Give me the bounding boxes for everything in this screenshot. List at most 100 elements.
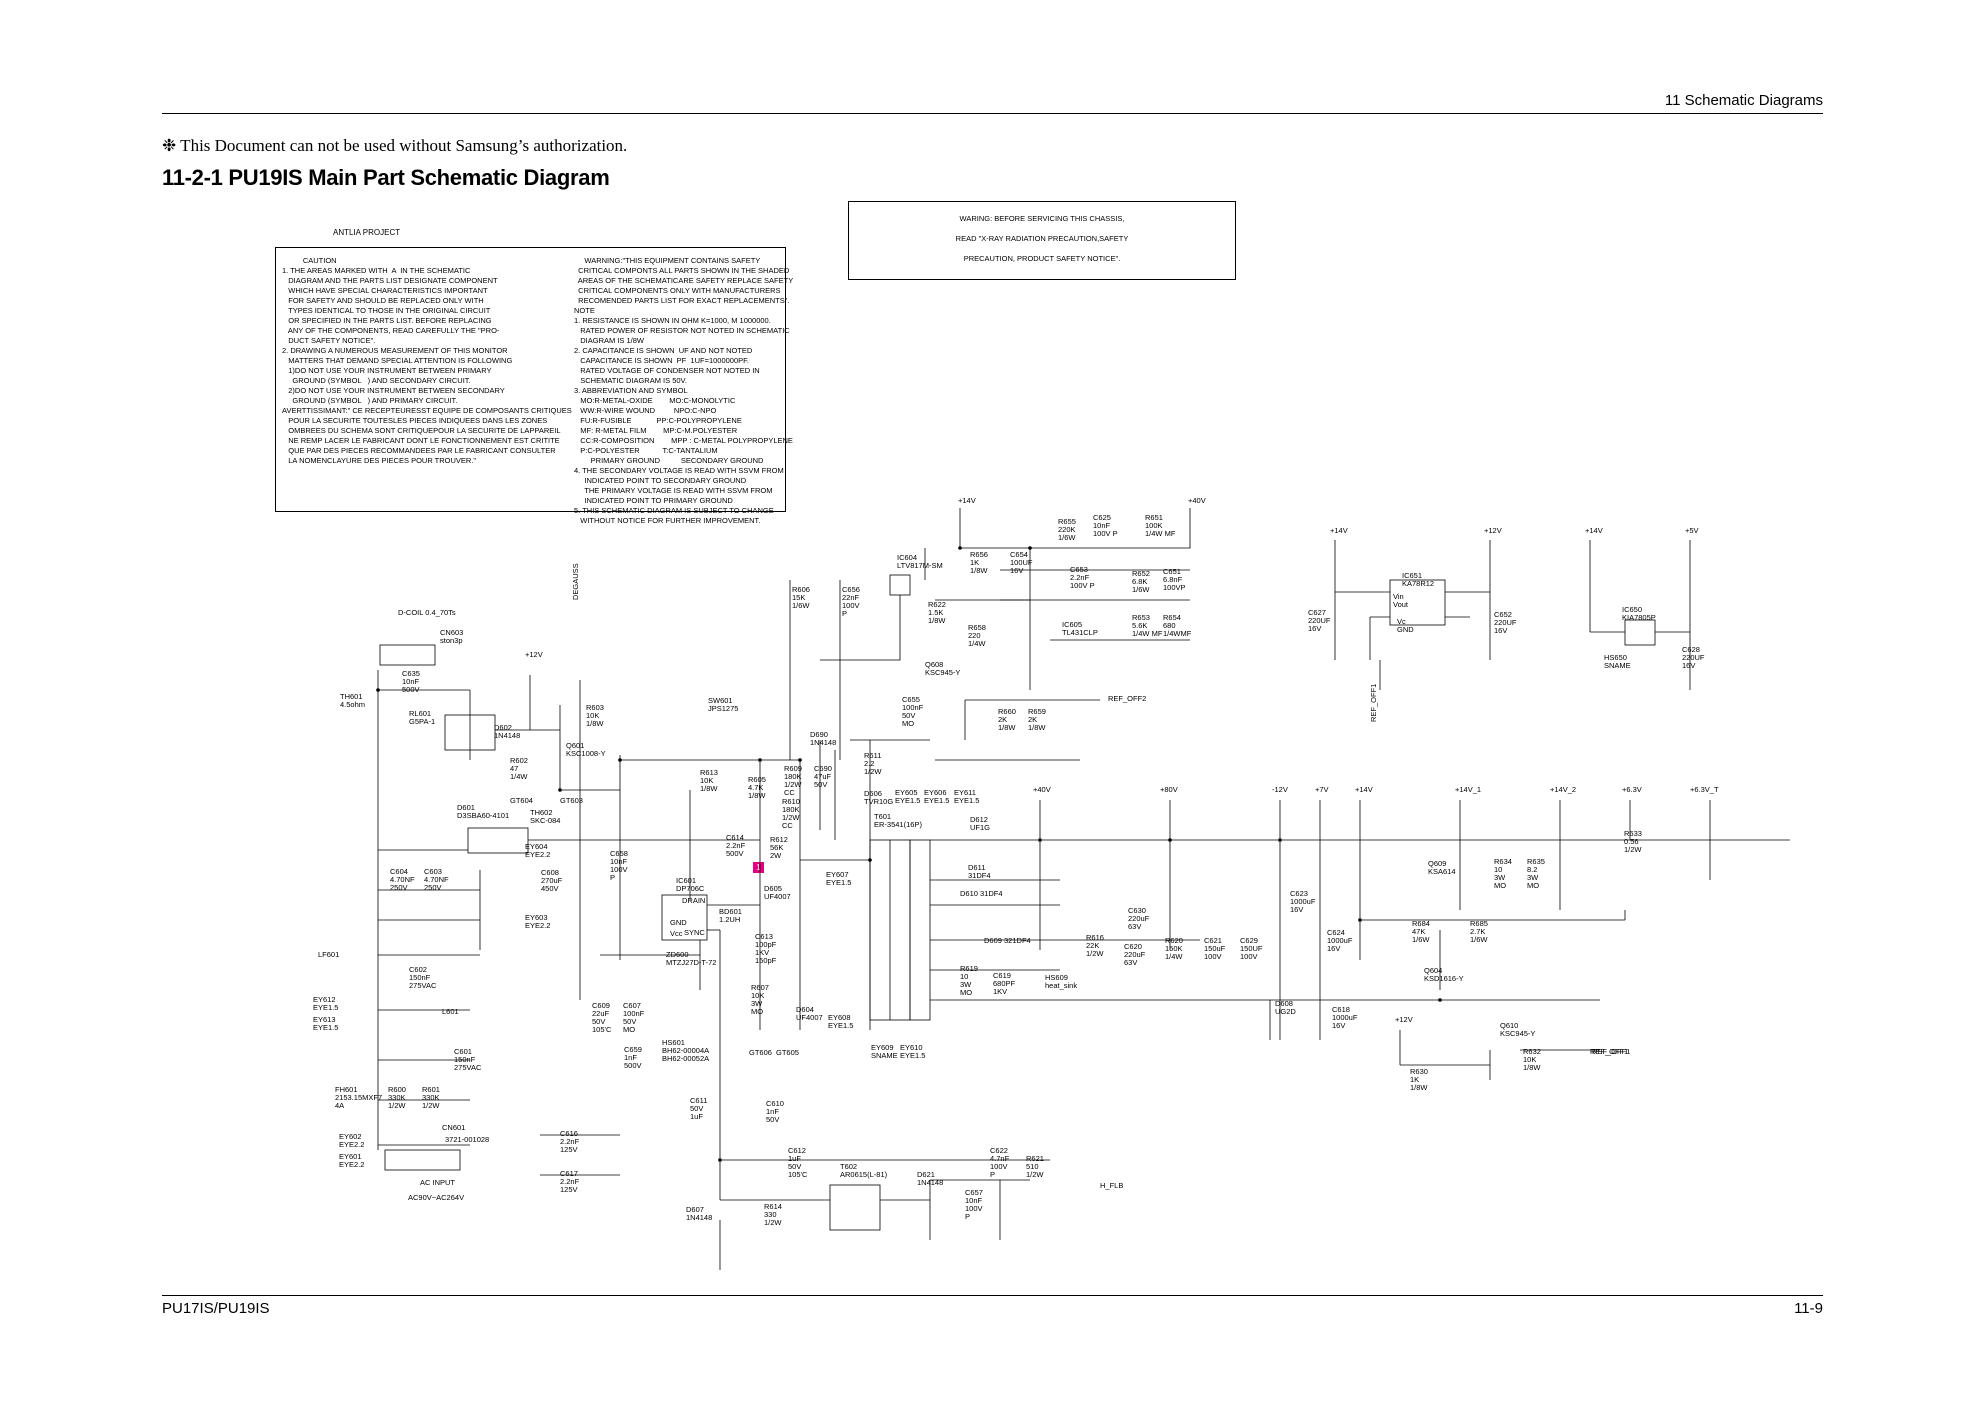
caution-line: RATED VOLTAGE OF CONDENSER NOT NOTED IN [574,366,760,375]
component-label: 2K [998,715,1007,724]
caution-line: 4. THE SECONDARY VOLTAGE IS READ WITH SS… [574,466,784,475]
component-label: 1/2W [864,767,882,776]
caution-line: RECOMENDED PARTS LIST FOR EXACT REPLACEM… [574,296,790,305]
component-label: 105'C [788,1170,808,1179]
component-label: KSC945-Y [925,668,960,677]
caution-line: TYPES IDENTICAL TO THOSE IN THE ORIGINAL… [282,306,491,315]
component-label: ston3p [440,636,463,645]
component-label: 1.2UH [719,915,740,924]
component-label: 1000uF [1332,1013,1358,1022]
footer-page-number: 11-9 [1794,1300,1823,1317]
component-label: UF4007 [796,1013,823,1022]
component-label: KA78R12 [1402,579,1434,588]
caution-line: THE PRIMARY VOLTAGE IS READ WITH SSVM FR… [574,486,773,495]
component-label: 5.6K [1132,621,1147,630]
component-label: 31DF4 [968,871,991,880]
component-label: 50V [592,1017,605,1026]
component-label: 1/4W [1165,952,1183,961]
component-label: 2K [1028,715,1037,724]
component-label: 2.2nF [1070,573,1090,582]
component-label: 6.8K [1132,577,1147,586]
component-label: R655 [1058,517,1076,526]
component-label: 100UF [1010,558,1033,567]
caution-line: MATTERS THAT DEMAND SPECIAL ATTENTION IS… [282,356,513,365]
callout-marker: 1 [753,862,764,873]
voltage-rail-label: -12V [1272,785,1288,794]
component-label: 2153.15MXF7 [335,1093,382,1102]
component-label: 4.70NF [390,875,415,884]
component-label: Q601 [566,741,584,750]
component-label: 100nF [623,1009,645,1018]
caution-line: P:C-POLYESTER T:C-TANTALIUM [574,446,718,455]
component-label: C624 [1327,928,1345,937]
component-label: 16V [1290,905,1303,914]
caution-line: 5. THIS SCHEMATIC DIAGRAM IS SUBJECT TO … [574,506,774,515]
caution-line: POUR LA SECURITE TOUTESLES PIECES INDIQU… [282,416,548,425]
component-label: C635 [402,669,420,678]
component-label: T601 [874,812,891,821]
component-label: D601 [457,803,475,812]
component-label: C602 [409,965,427,974]
component-label: D690 [810,730,828,739]
warning-line: PRECAUTION, PRODUCT SAFETY NOTICE". [963,254,1121,263]
component-label: R620 [1165,936,1183,945]
component-label: C601 [454,1047,472,1056]
component-label: 180K [782,805,800,814]
component-label: 275VAC [409,981,437,990]
component-label: C603 [424,867,442,876]
component-label: 220 [968,631,981,640]
component-label: 680PF [993,979,1016,988]
component-label: EYE1.5 [313,1023,338,1032]
component-label: L601 [442,1007,459,1016]
component-label: 150UF [1240,944,1263,953]
caution-line: 2)DO NOT USE YOUR INSTRUMENT BETWEEN SEC… [282,386,505,395]
component-label: 1/8W [586,719,604,728]
caution-line: WITHOUT NOTICE FOR FURTHER IMPROVEMENT. [574,516,761,525]
component-label: 50V [766,1115,779,1124]
voltage-rail-label: +14V [1355,785,1373,794]
component-label: EY611 [954,788,976,797]
component-label: 125V [560,1185,578,1194]
component-label: UF1G [970,823,990,832]
header-rule [162,113,1823,114]
component-label: R619 [960,964,978,973]
component-label: 1/2W [1026,1170,1044,1179]
component-label: REF_OFF1 [1592,1047,1630,1056]
component-label: 1/2W [388,1101,406,1110]
component-label: 10nF [1093,521,1111,530]
component-label: C623 [1290,889,1308,898]
component-label: 330K [388,1093,406,1102]
component-label: 16V [1308,624,1321,633]
component-label: EY604 [525,842,548,851]
component-label: 56K [770,843,783,852]
component-label: R614 [764,1202,782,1211]
component-label: 220K [1058,525,1076,534]
caution-line: FU:R-FUSIBLE PP:C-POLYPROPYLENE [574,416,742,425]
component-label: D610 31DF4 [960,889,1003,898]
component-label: 4.7nF [990,1154,1010,1163]
voltage-rail-label: +6.3V_T [1690,785,1719,794]
component-label: 330 [764,1210,777,1219]
component-label: 100pF [755,940,777,949]
component-label: 10 [960,972,968,981]
component-label: 22K [1086,941,1099,950]
component-label: H_FLB [1100,1181,1123,1190]
component-label: 1/8W [1410,1083,1428,1092]
component-label: 0.56 [1624,837,1639,846]
caution-line: RATED POWER OF RESISTOR NOT NOTED IN SCH… [574,326,790,335]
component-label: C653 [1070,565,1088,574]
component-label: 16V [1494,626,1507,635]
component-label: C659 [624,1045,642,1054]
component-label: R685 [1470,919,1488,928]
component-label: C657 [965,1188,983,1197]
component-label: 2W [770,851,782,860]
component-label: 220UF [1494,618,1517,627]
component-label: 1/4W [510,772,528,781]
component-label: 510 [1026,1162,1039,1171]
component-label: C604 [390,867,408,876]
component-label: GND [1397,625,1414,634]
component-label: 1/8W [1523,1063,1541,1072]
